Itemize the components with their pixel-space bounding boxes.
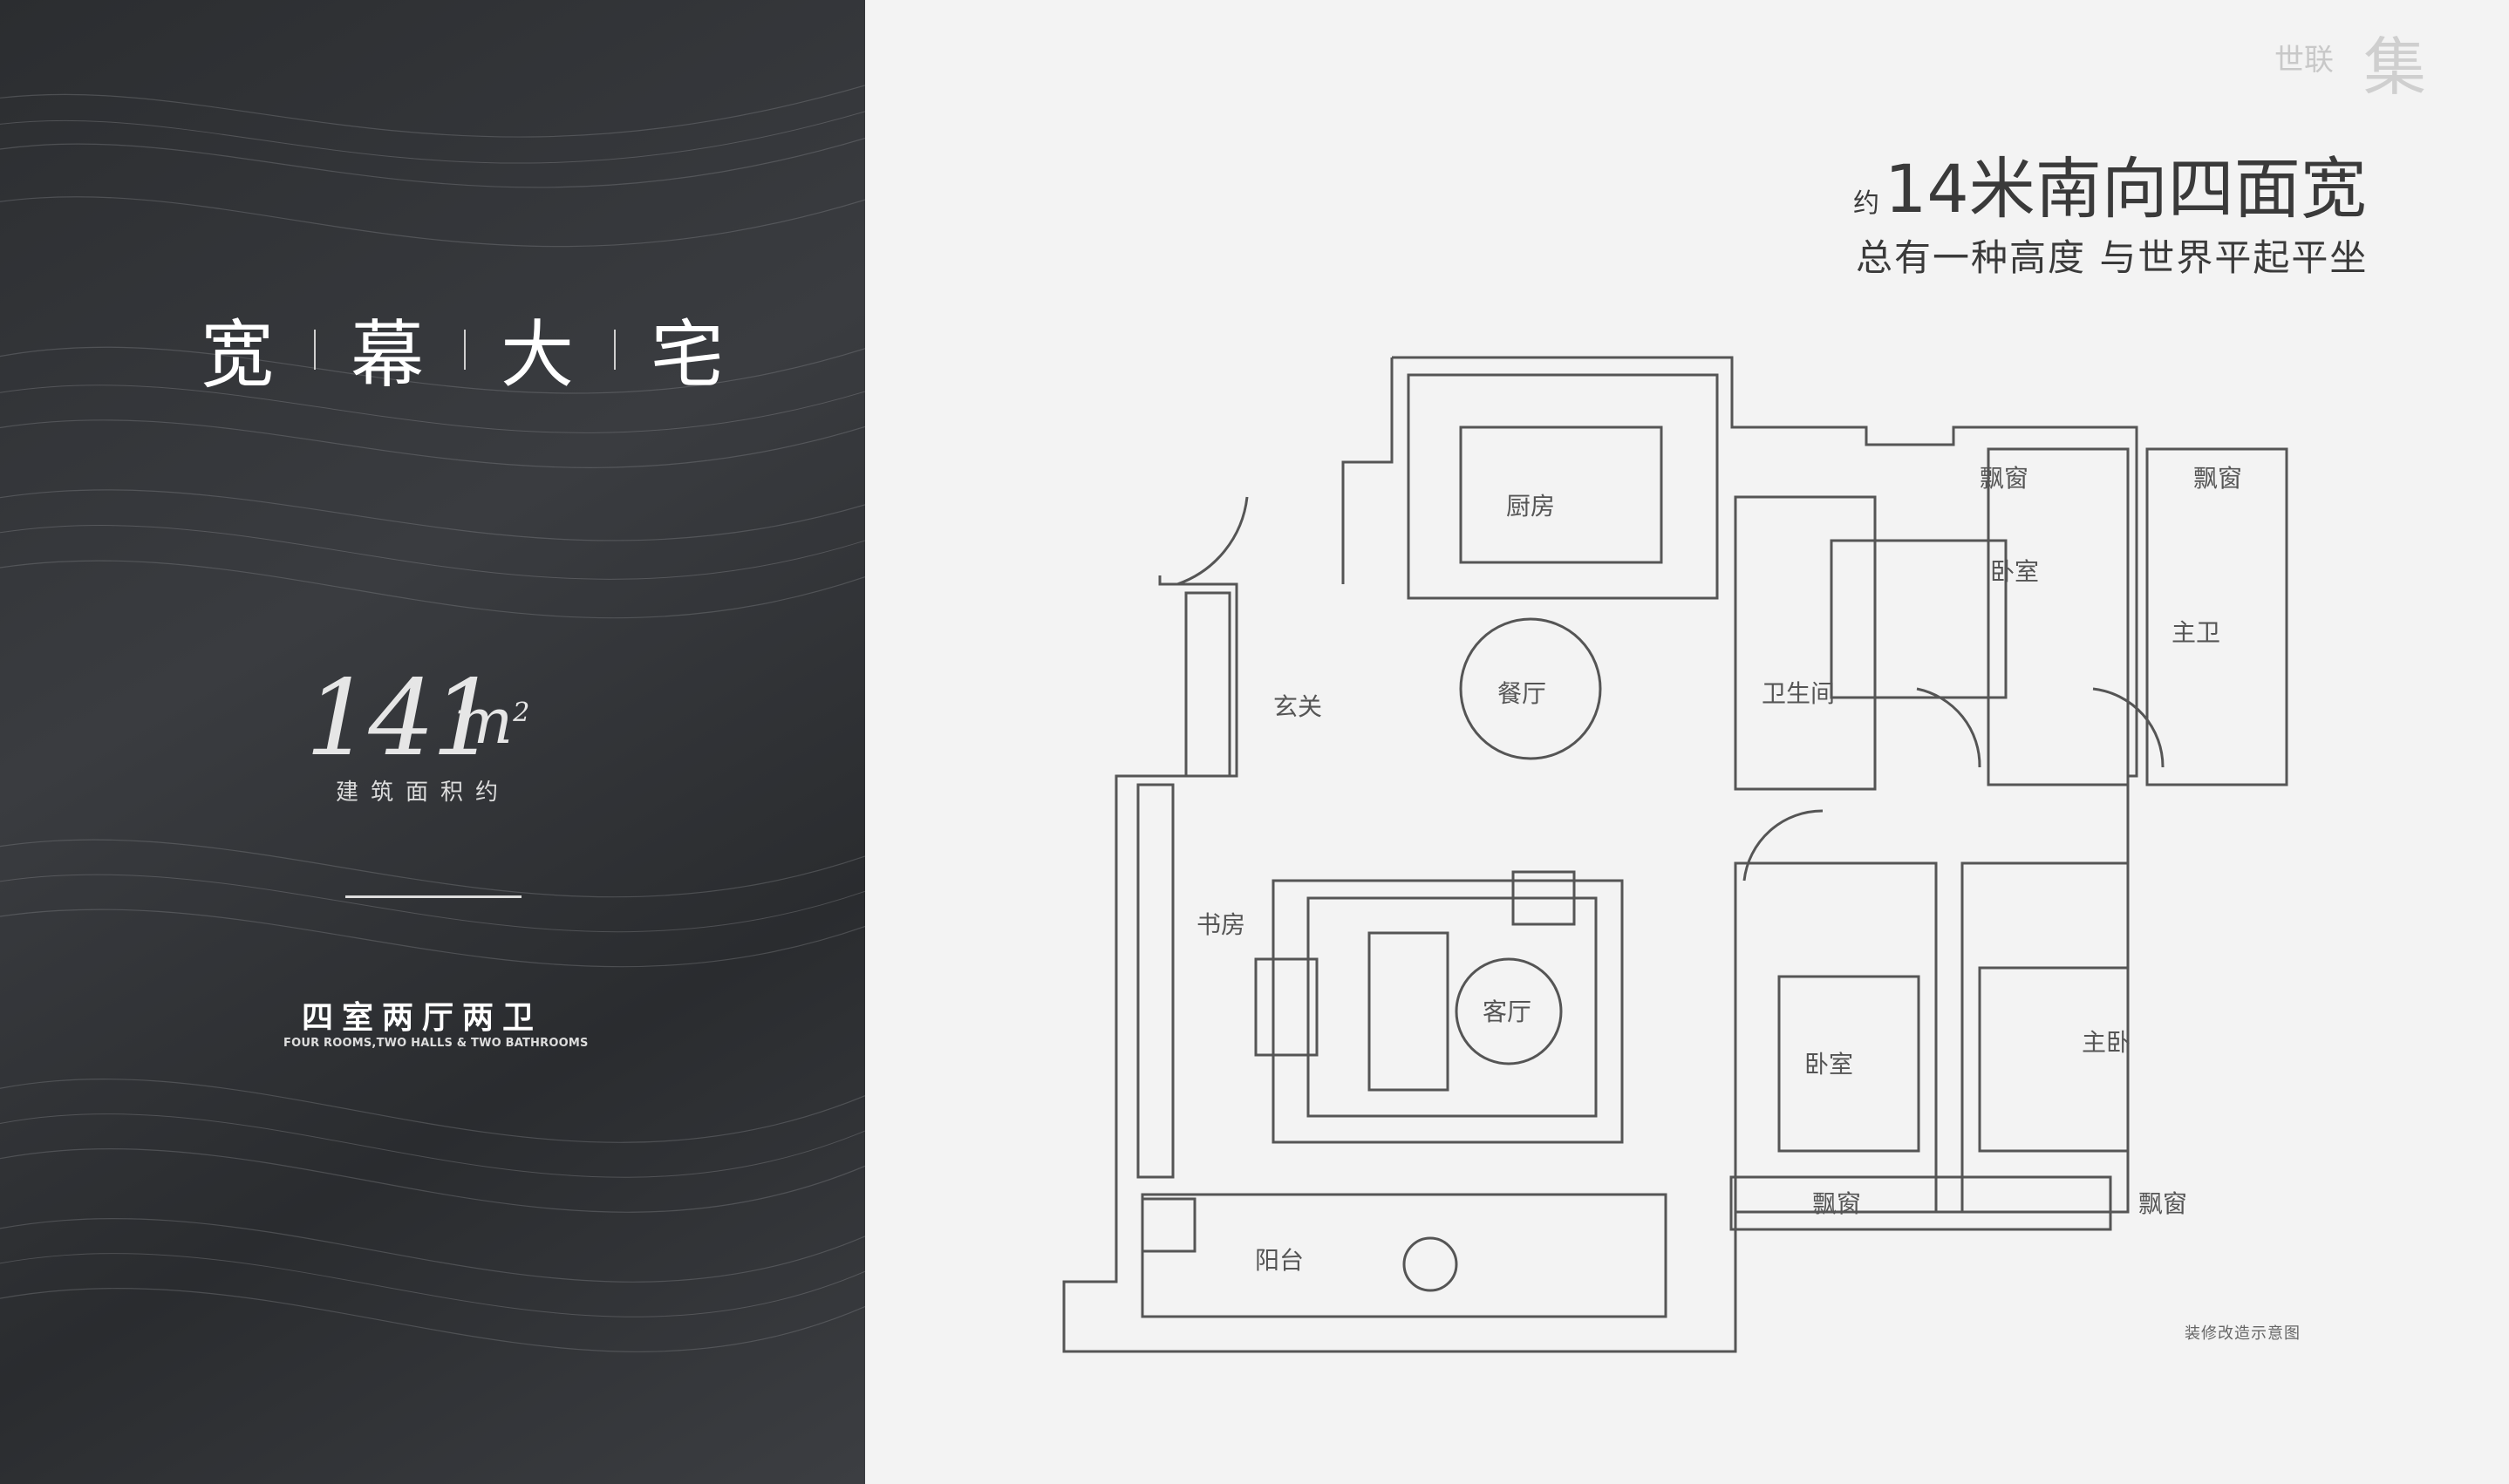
layout-chinese: 四室两厅两卫 <box>302 1000 543 1036</box>
area-unit: m2 <box>453 684 530 758</box>
room-label-bathroom: 卫生间 <box>1762 679 1835 708</box>
room-label-bay-window-3: 飘窗 <box>1812 1189 1861 1218</box>
subheadline: 总有一种高度 与世界平起平坐 <box>1856 236 2369 279</box>
title-separator <box>314 329 317 370</box>
kitchen-wall <box>1407 373 1719 600</box>
bed-north <box>1830 539 2008 699</box>
left-panel: 宽 幕 大 宅 141 m2 建筑面积约 四室两厅两卫 FOUR ROOMS,T… <box>0 0 865 1484</box>
room-label-entrance: 玄关 <box>1273 692 1322 721</box>
balcony-table <box>1402 1236 1458 1292</box>
master-bath-wall <box>2145 447 2288 786</box>
layout-english: FOUR ROOMS,TWO HALLS & TWO BATHROOMS <box>283 1037 589 1050</box>
room-label-kitchen: 厨房 <box>1506 492 1555 521</box>
room-label-bay-window-2: 飘窗 <box>2193 464 2242 493</box>
headline-main: 14米南向四面宽 <box>1885 150 2367 228</box>
bed-south <box>1777 975 1920 1153</box>
headline: 约14米南向四面宽 <box>1853 135 2367 231</box>
bedroom-south <box>1734 861 1938 1214</box>
entrance-cabinet <box>1184 591 1231 778</box>
room-label-bedroom-north: 卧室 <box>1990 557 2039 586</box>
room-label-study: 书房 <box>1197 910 1245 939</box>
balcony <box>1141 1193 1667 1318</box>
living-rug <box>1272 879 1624 1144</box>
coffee-table <box>1455 957 1563 1065</box>
area-value: 141 <box>305 658 498 779</box>
room-label-balcony: 阳台 <box>1255 1246 1304 1275</box>
outer-wall-west <box>1341 357 1394 584</box>
bedroom-north-wall <box>1987 447 2130 786</box>
floor-plan: 厨房 餐厅 玄关 卫生间 卧室 飘窗 飘窗 主卫 书房 客厅 卧室 主卧 阳台 … <box>1062 356 2288 1353</box>
bathroom-wall <box>1734 495 1877 791</box>
divider-line <box>345 895 522 898</box>
area-label: 建筑面积约 <box>336 779 511 806</box>
balcony-sink <box>1141 1197 1197 1253</box>
title-char: 宽 <box>201 312 280 398</box>
title-separator <box>464 329 467 370</box>
room-label-master-bath: 主卫 <box>2172 618 2220 647</box>
title-separator <box>614 329 617 370</box>
room-label-bedroom-south: 卧室 <box>1804 1050 1853 1079</box>
kitchen-counter <box>1459 425 1663 564</box>
room-label-living: 客厅 <box>1483 997 1531 1026</box>
entrance-door <box>1176 496 1249 586</box>
study-desk <box>1254 957 1319 1057</box>
bay-window-south <box>1729 1175 2112 1231</box>
armchair <box>1511 870 1576 926</box>
room-label-master-bedroom: 主卧 <box>2082 1028 2131 1057</box>
living-frame <box>1306 896 1598 1118</box>
title-wide-mansion: 宽 幕 大 宅 <box>201 296 729 402</box>
room-label-dining: 餐厅 <box>1497 679 1546 708</box>
disclaimer-note: 装修改造示意图 <box>2185 1324 2301 1343</box>
wave-background <box>0 85 865 1352</box>
sofa <box>1367 931 1449 1092</box>
title-char: 大 <box>501 312 580 398</box>
headline-prefix: 约 <box>1853 188 1879 219</box>
room-label-bay-window-4: 飘窗 <box>2138 1189 2187 1218</box>
title-char: 幕 <box>351 312 430 398</box>
study-cabinet <box>1136 783 1175 1179</box>
master-bath-door <box>2092 687 2165 768</box>
dining-table <box>1459 617 1602 760</box>
outer-wall <box>1062 356 2138 1353</box>
bedroom-south-door <box>1742 809 1824 882</box>
bedroom-door <box>1916 687 1981 768</box>
bed-master <box>1978 966 2130 1153</box>
room-label-bay-window-1: 飘窗 <box>1980 464 2028 493</box>
title-char: 宅 <box>651 312 730 398</box>
brand-logo: 世联集 <box>2274 31 2427 104</box>
